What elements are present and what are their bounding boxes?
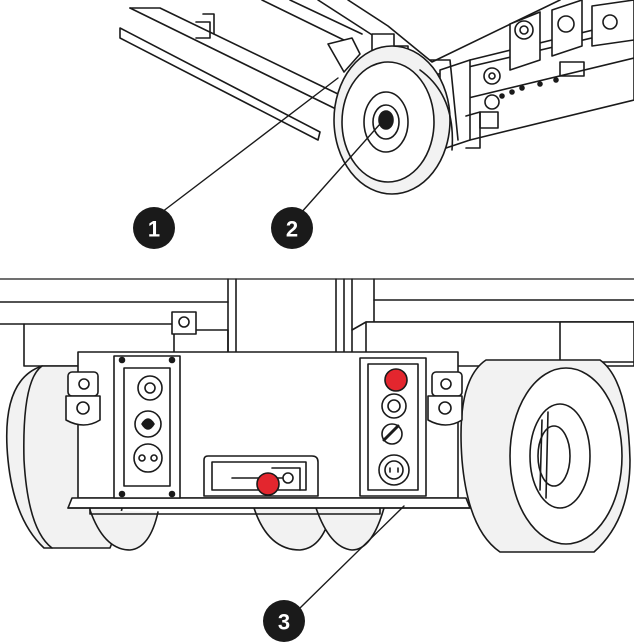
callout-2: 2 [271,207,313,249]
bottom-detail-view [0,278,634,609]
left-bracket [65,371,101,426]
callout-1: 1 [133,207,175,249]
right-bracket [427,371,463,426]
outlet [378,454,410,486]
callout-1-label: 1 [148,217,160,242]
front-wheel-top [327,37,459,195]
connector-bottom [133,443,163,473]
center-switch-box [203,455,319,497]
red-stop-button-upper [384,368,408,392]
leader-line-1 [161,77,339,213]
chassis-rail [119,0,363,141]
callout-3-label: 3 [278,610,290,635]
top-detail-view [119,0,634,215]
callout-2-label: 2 [286,217,298,242]
leader-line-3 [299,505,405,609]
left-control-panel [113,355,181,499]
connector-key [134,410,162,438]
connector-top [137,375,163,401]
callout-3: 3 [263,600,305,642]
leader-line-2 [299,123,381,215]
right-wheel [460,359,631,553]
right-control-panel [359,357,427,497]
lower-wheels [89,507,385,551]
red-stop-button-lower [256,472,280,496]
key-switch [381,423,403,445]
